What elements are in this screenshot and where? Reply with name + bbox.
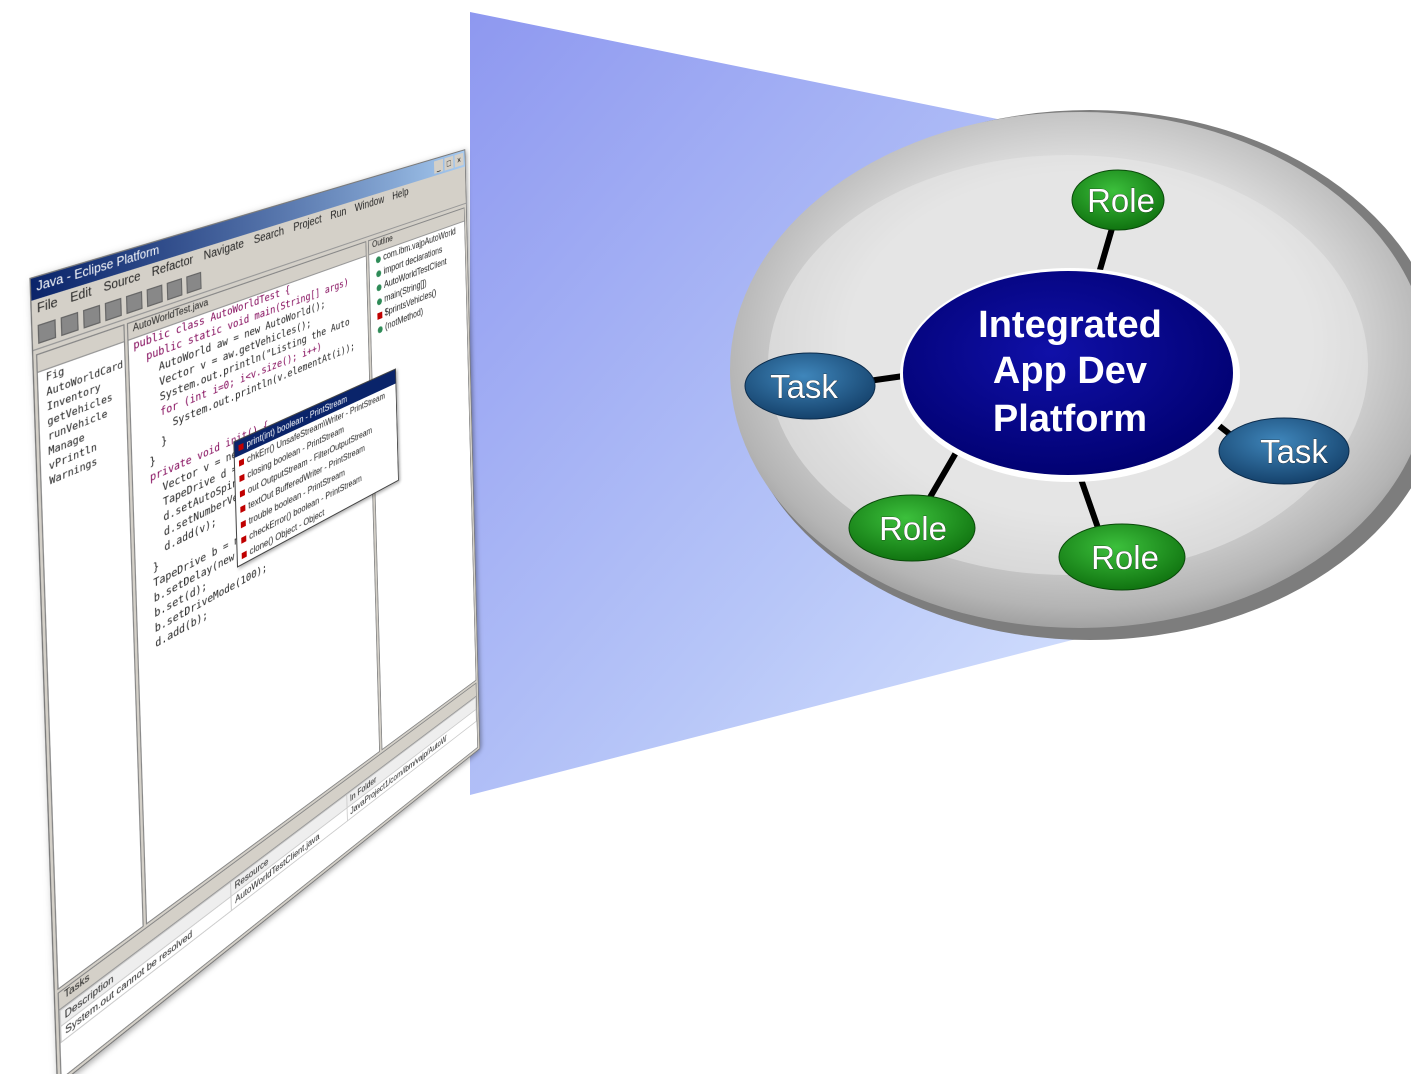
- debug-icon[interactable]: [125, 290, 143, 315]
- package-explorer: Fig AutoWorldCard Inventory getVehicles …: [35, 324, 144, 991]
- method-icon: [376, 297, 382, 306]
- node-label: Task: [1260, 433, 1328, 470]
- search-icon[interactable]: [146, 284, 163, 308]
- diagram-canvas: Integrated App Dev Platform Role Task Ta…: [470, 12, 1411, 795]
- import-icon: [376, 269, 382, 278]
- field-icon: [240, 519, 246, 529]
- node-label: Role: [1087, 182, 1155, 219]
- center-label-line-3: Platform: [993, 398, 1147, 440]
- ide-screenshot: Java - Eclipse Platform _ □ × File Edit …: [0, 0, 481, 1074]
- role-node: Role: [1058, 523, 1186, 591]
- node-label: Role: [1091, 539, 1159, 576]
- role-node: Role: [848, 494, 976, 562]
- ide-workbench: Fig AutoWorldCard Inventory getVehicles …: [33, 205, 479, 1074]
- package-icon: [375, 255, 381, 264]
- method-icon: [241, 550, 247, 560]
- node-label: Task: [770, 368, 838, 405]
- print-icon[interactable]: [82, 304, 101, 329]
- maximize-icon[interactable]: □: [444, 155, 454, 171]
- field-icon: [238, 442, 244, 452]
- private-method-icon: [377, 311, 383, 320]
- field-icon: [239, 489, 245, 498]
- center-label-line-2: App Dev: [993, 350, 1147, 392]
- ide-window: Java - Eclipse Platform _ □ × File Edit …: [29, 149, 481, 1074]
- role-node: Role: [1071, 169, 1165, 231]
- task-node: Task: [744, 352, 876, 420]
- forward-icon[interactable]: [186, 271, 202, 294]
- field-icon: [240, 504, 246, 513]
- center-label-line-1: Integrated: [978, 304, 1162, 346]
- task-node: Task: [1218, 417, 1350, 485]
- run-icon[interactable]: [104, 297, 122, 322]
- new-icon[interactable]: [37, 319, 57, 345]
- method-icon: [377, 325, 383, 334]
- field-icon: [239, 473, 245, 483]
- method-icon: [241, 535, 247, 544]
- field-icon: [238, 458, 245, 467]
- save-icon[interactable]: [60, 311, 79, 337]
- minimize-icon[interactable]: _: [434, 158, 444, 174]
- center-node: Integrated App Dev Platform: [900, 268, 1240, 482]
- node-label: Role: [879, 510, 947, 547]
- class-icon: [376, 283, 382, 292]
- back-icon[interactable]: [166, 277, 183, 301]
- close-icon[interactable]: ×: [454, 152, 464, 168]
